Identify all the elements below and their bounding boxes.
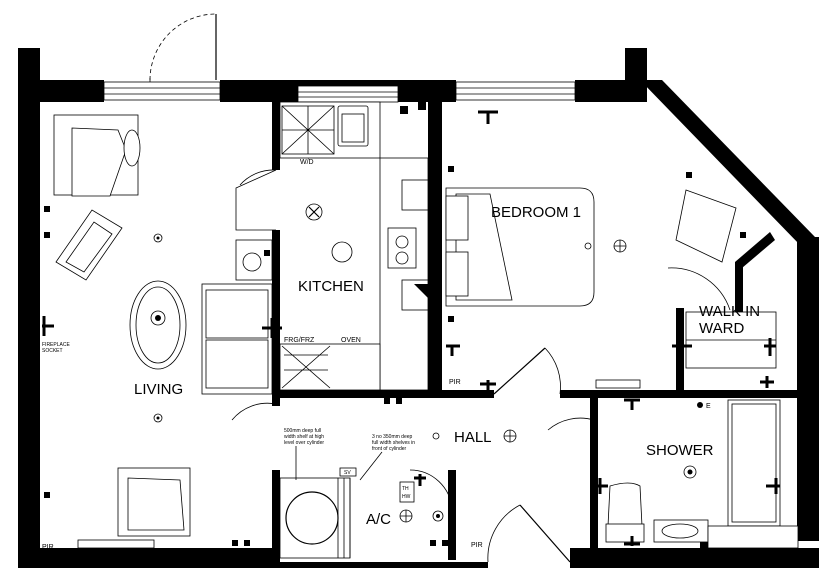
ac-cupboard [279,467,415,559]
walk-in-ward-label-2: WARD [699,320,744,337]
bedroom-furniture [445,187,777,389]
pir-bedroom-label: PIR [449,379,461,386]
hw-label: HW [402,494,411,500]
shower-fixtures [605,399,799,549]
frg-frz-label: FRG/FRZ [284,337,315,344]
radiator-arrows [262,110,780,546]
small-labels: W/D FRG/FRZ OVEN PIR PIR PIR FIREPLACE S… [42,159,711,551]
shelf-note-3: level over cylinder [284,440,324,446]
th-label: TH [402,486,409,492]
walk-in-ward-label-1: WALK IN [699,303,760,320]
pir-entry-label: PIR [471,542,483,549]
exterior-walls [18,48,819,568]
fireplace-socket-label: SOCKET [42,348,63,354]
e-label: E [706,403,711,410]
living-furniture [42,114,273,549]
shelves-note-3: front of cylinder [372,446,407,452]
shelf-note-1: 500mm deep full [284,428,321,434]
sv-label: SV [344,470,351,476]
switch-markers [44,102,746,546]
doors [149,13,595,563]
shelf-note-2: width shelf at high [284,434,324,440]
wd-label: W/D [300,159,314,166]
pir-living-label: PIR [42,544,54,551]
bedroom-label: BEDROOM 1 [491,204,581,221]
fireplace-label: FIREPLACE [42,342,70,348]
living-label: LIVING [134,381,183,398]
windows [103,81,576,103]
kitchen-fixtures [279,101,429,391]
interior-walls [272,102,800,560]
kitchen-label: KITCHEN [298,278,364,295]
room-labels: LIVING KITCHEN BEDROOM 1 WALK IN WARD HA… [134,204,760,528]
shelves-note-2: full width shelves in [372,440,415,446]
annotation-notes: 500mm deep full width shelf at high leve… [284,428,415,481]
shower-label: SHOWER [646,442,714,459]
hall-label: HALL [454,429,492,446]
shelves-note-1: 3 no 350mm deep [372,434,413,440]
oven-label: OVEN [341,337,361,344]
ac-label: A/C [366,511,391,528]
electrical-symbols [150,203,703,523]
